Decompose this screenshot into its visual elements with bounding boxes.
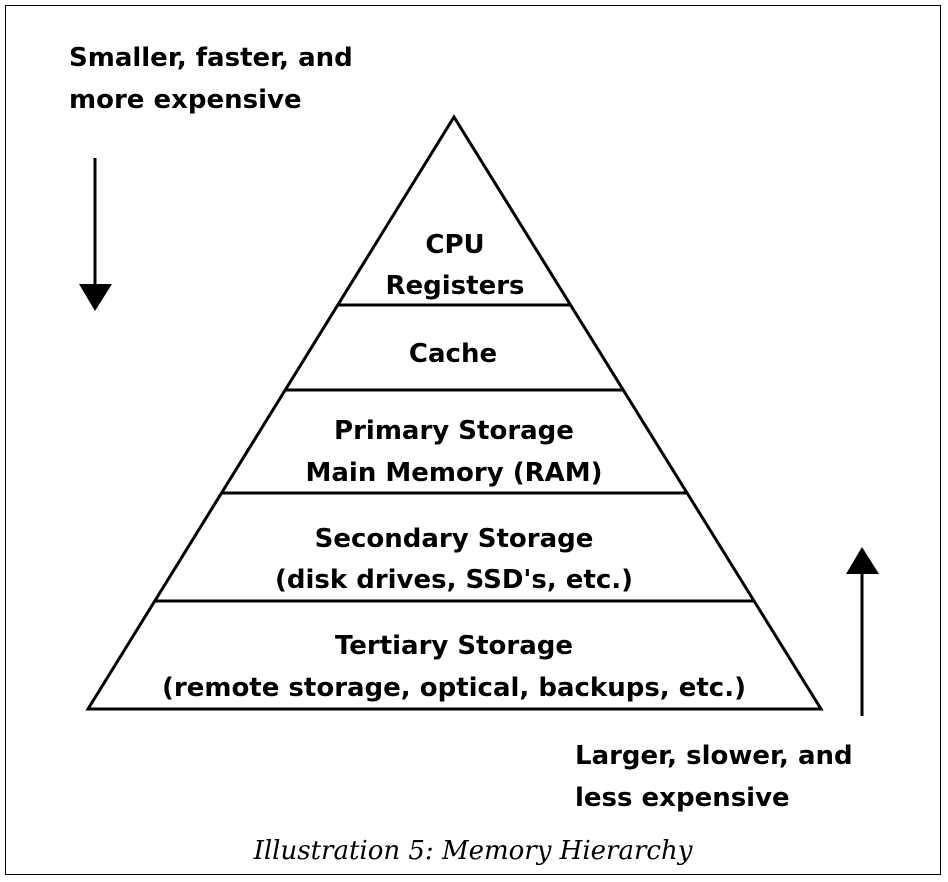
illustration-frame bbox=[5, 5, 941, 875]
level-label-line2: Main Memory (RAM) bbox=[306, 458, 603, 488]
up-arrow-icon bbox=[846, 547, 879, 716]
level-label-line2: Registers bbox=[385, 271, 524, 301]
bottom-note-line1: Larger, slower, and bbox=[575, 741, 853, 771]
level-label-line2: (disk drives, SSD's, etc.) bbox=[275, 565, 633, 595]
top-note-line2: more expensive bbox=[69, 85, 302, 115]
level-tertiary-storage: Tertiary Storage (remote storage, optica… bbox=[162, 631, 746, 703]
pyramid-outline bbox=[85, 114, 824, 711]
level-label-line1: CPU bbox=[425, 230, 484, 260]
level-secondary-storage: Secondary Storage (disk drives, SSD's, e… bbox=[275, 524, 633, 595]
level-cache: Cache bbox=[409, 339, 497, 369]
level-primary-storage: Primary Storage Main Memory (RAM) bbox=[306, 416, 603, 488]
level-label-line1: Secondary Storage bbox=[315, 524, 594, 554]
level-label-line2: (remote storage, optical, backups, etc.) bbox=[162, 673, 746, 703]
bottom-note-line2: less expensive bbox=[575, 783, 790, 813]
level-label-line1: Tertiary Storage bbox=[335, 631, 573, 661]
level-cpu-registers: CPU Registers bbox=[385, 230, 524, 301]
figure-caption: Illustration 5: Memory Hierarchy bbox=[253, 836, 693, 866]
down-arrow-icon bbox=[79, 158, 112, 311]
top-note-line1: Smaller, faster, and bbox=[69, 43, 353, 73]
level-label-line1: Cache bbox=[409, 339, 497, 369]
level-label-line1: Primary Storage bbox=[334, 416, 574, 446]
